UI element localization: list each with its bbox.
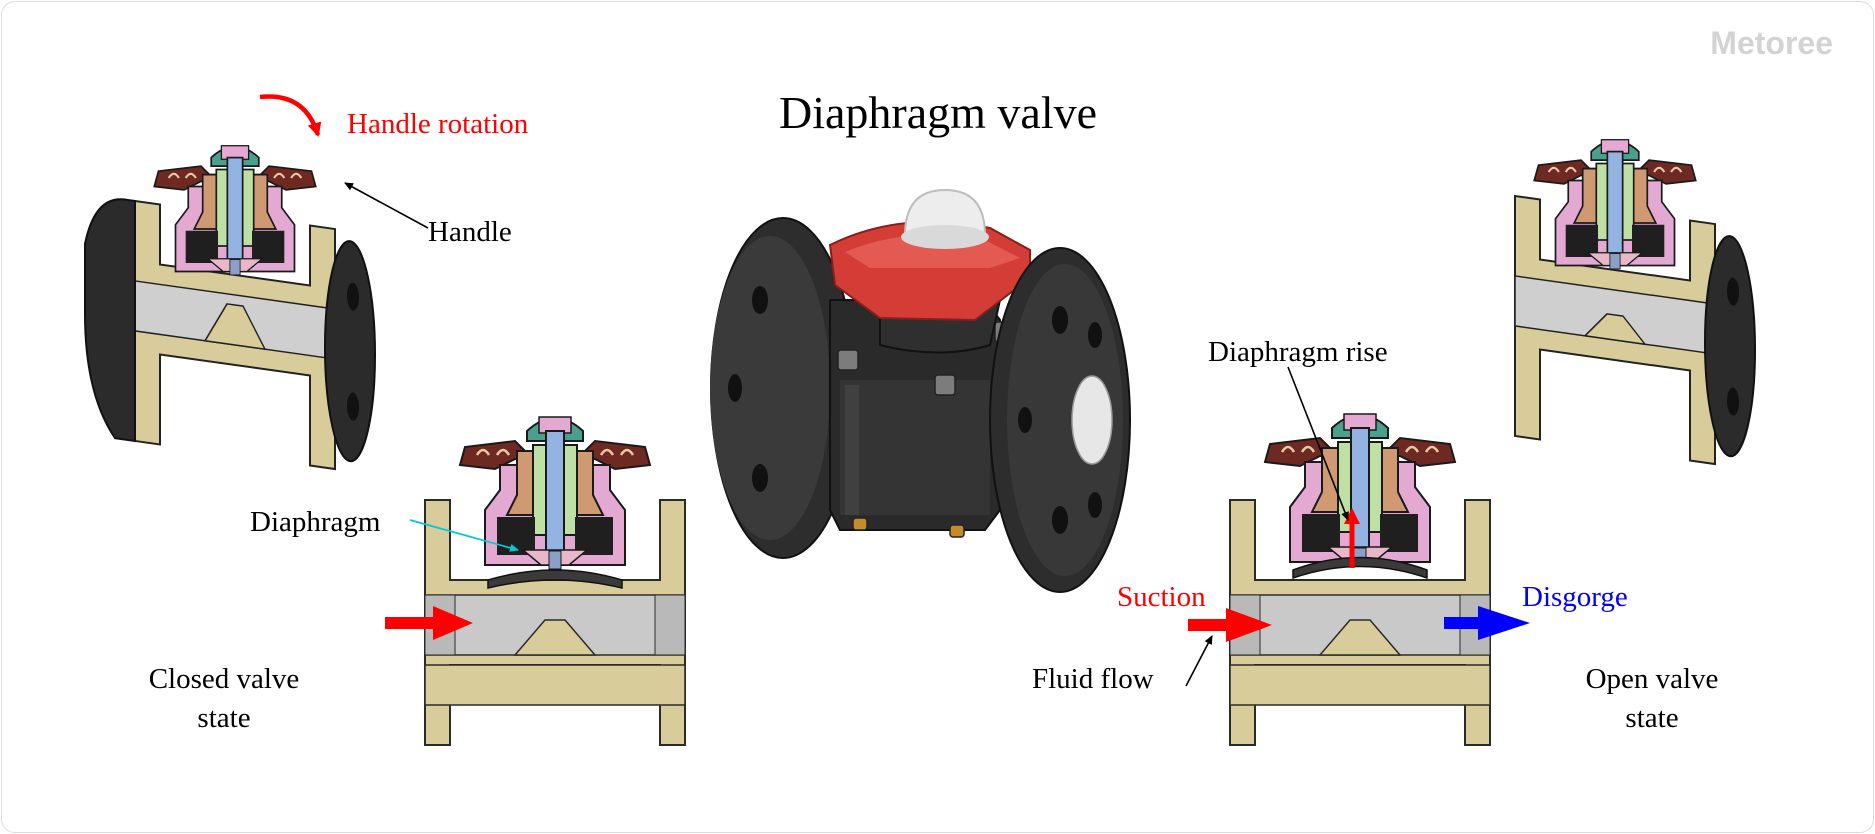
- label-closed-state-line1: Closed valve: [149, 663, 300, 695]
- label-open-state-line2: state: [1625, 702, 1678, 734]
- disgorge-arrow: [1444, 606, 1530, 640]
- diaphragm-leader-line: [409, 519, 519, 552]
- handle-rotation-arrow: [259, 94, 322, 137]
- open-valve-cutaway-front: [1229, 412, 1491, 746]
- closed-valve-cutaway-front: [424, 415, 686, 746]
- page-title: Diaphragm valve: [779, 87, 1097, 138]
- center-valve-render: [710, 188, 1131, 593]
- label-fluid-flow: Fluid flow: [1032, 663, 1154, 695]
- closed-inlet-arrow: [385, 606, 473, 640]
- label-diaphragm: Diaphragm: [250, 506, 381, 538]
- bolt-icon: [837, 321, 1016, 538]
- label-handle: Handle: [428, 216, 512, 248]
- handle-leader-line: [344, 182, 429, 229]
- label-diaphragm-rise: Diaphragm rise: [1208, 336, 1388, 368]
- fluid-flow-leader-line: [1185, 635, 1213, 687]
- label-handle-rotation: Handle rotation: [347, 108, 529, 140]
- label-disgorge: Disgorge: [1522, 581, 1628, 613]
- suction-arrow: [1188, 608, 1272, 642]
- diaphragm-rise-leader-line: [1287, 366, 1349, 521]
- label-suction: Suction: [1117, 581, 1206, 613]
- watermark: Metoree: [1710, 25, 1833, 61]
- closed-valve-cutaway-top: [84, 144, 376, 471]
- label-open-state-line1: Open valve: [1586, 663, 1719, 695]
- label-closed-state-line2: state: [197, 702, 250, 734]
- open-valve-cutaway-top: [1514, 138, 1756, 466]
